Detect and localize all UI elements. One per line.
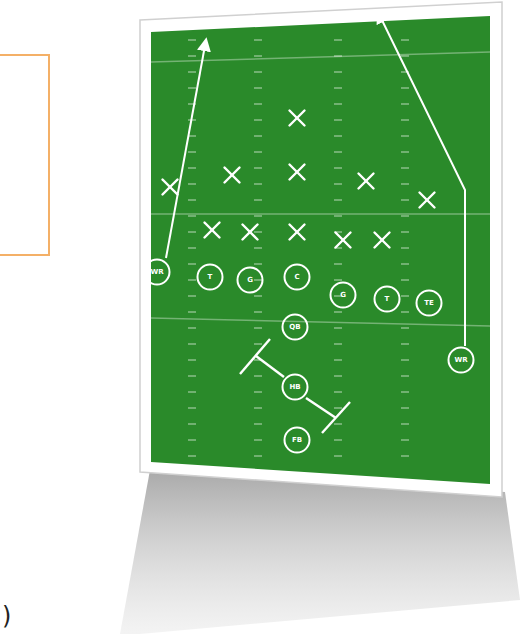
position-label: G: [340, 292, 346, 299]
player-circle: WR: [143, 258, 171, 286]
hash-marks: [188, 40, 409, 456]
player-circle: HB: [281, 373, 309, 401]
player-circle: WR: [447, 346, 475, 374]
callout-box: [0, 55, 49, 255]
position-label: T: [208, 274, 213, 281]
picture-frame: [140, 2, 502, 497]
yard-lines: [151, 52, 490, 326]
block-lines: [240, 339, 350, 433]
position-label: TE: [424, 300, 434, 307]
position-label: WR: [454, 357, 467, 364]
position-label: T: [385, 296, 390, 303]
route-arrow: [378, 12, 465, 346]
player-circle: G: [236, 266, 264, 294]
route-arrow: [166, 40, 206, 258]
player-circle: T: [196, 263, 224, 291]
position-label: FB: [292, 437, 302, 444]
player-circle: FB: [283, 426, 311, 454]
player-circle: G: [329, 281, 357, 309]
position-label: C: [294, 274, 299, 281]
football-field: [151, 16, 490, 484]
position-label: QB: [289, 324, 300, 331]
player-circle: T: [373, 285, 401, 313]
position-label: G: [247, 277, 253, 284]
stray-label: ): [2, 604, 11, 628]
defender-marks: [163, 111, 435, 248]
player-circle: TE: [415, 289, 443, 317]
player-circle: C: [283, 263, 311, 291]
player-circle: QB: [281, 313, 309, 341]
position-label: HB: [289, 384, 300, 391]
position-label: WR: [150, 269, 163, 276]
